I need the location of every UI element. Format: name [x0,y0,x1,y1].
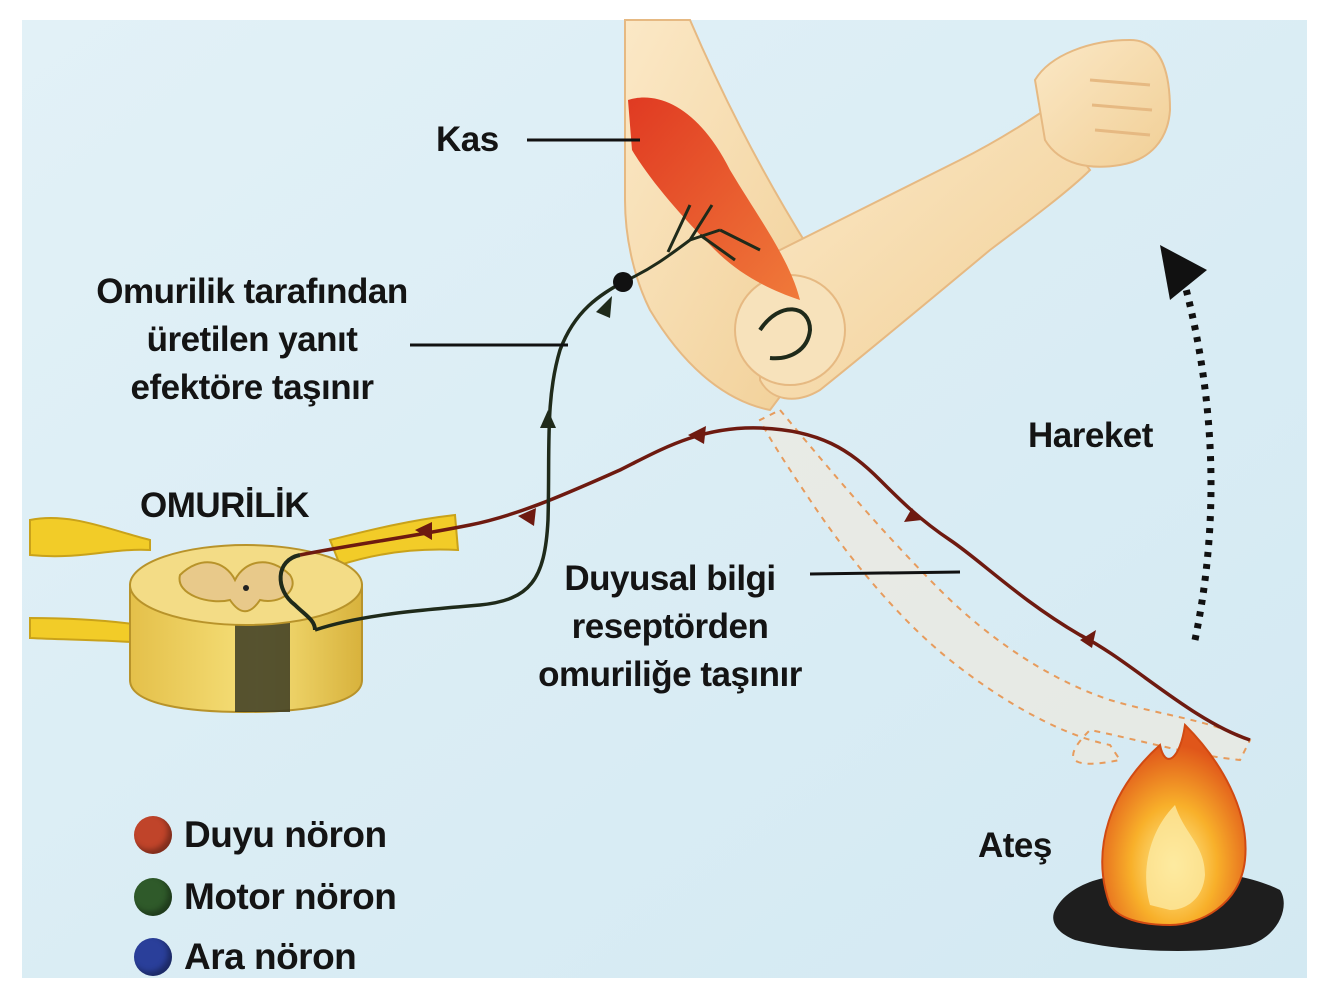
sensory-caption-line-3: omuriliğe taşınır [505,651,835,699]
spinal-cord-label: OMURİLİK [140,482,309,530]
muscle-label: Kas [436,116,499,164]
motor-caption-line-1: Omurilik tarafından [62,268,442,316]
motor-caption-line-3: efektöre taşınır [62,364,442,412]
legend-dot-motor [134,878,172,916]
legend-dot-inter [134,938,172,976]
legend-item-inter: Ara nöron [134,932,356,982]
legend-dot-sensory [134,816,172,854]
motor-caption-line-2: üretilen yanıt [62,316,442,364]
legend-item-sensory: Duyu nöron [134,810,387,860]
fire-label: Ateş [978,822,1052,870]
sensory-caption-line-1: Duyusal bilgi [505,555,835,603]
movement-label: Hareket [1028,412,1153,460]
legend-label-sensory: Duyu nöron [184,814,387,856]
legend-label-inter: Ara nöron [184,936,356,978]
motor-endplate-dot [613,272,633,292]
legend-item-motor: Motor nöron [134,872,396,922]
motor-caption: Omurilik tarafından üretilen yanıt efekt… [62,268,442,412]
sensory-caption: Duyusal bilgi reseptörden omuriliğe taşı… [505,555,835,699]
sensory-caption-line-2: reseptörden [505,603,835,651]
spinal-cord-segment [130,545,362,712]
legend-label-motor: Motor nöron [184,876,396,918]
fist [1035,40,1170,167]
